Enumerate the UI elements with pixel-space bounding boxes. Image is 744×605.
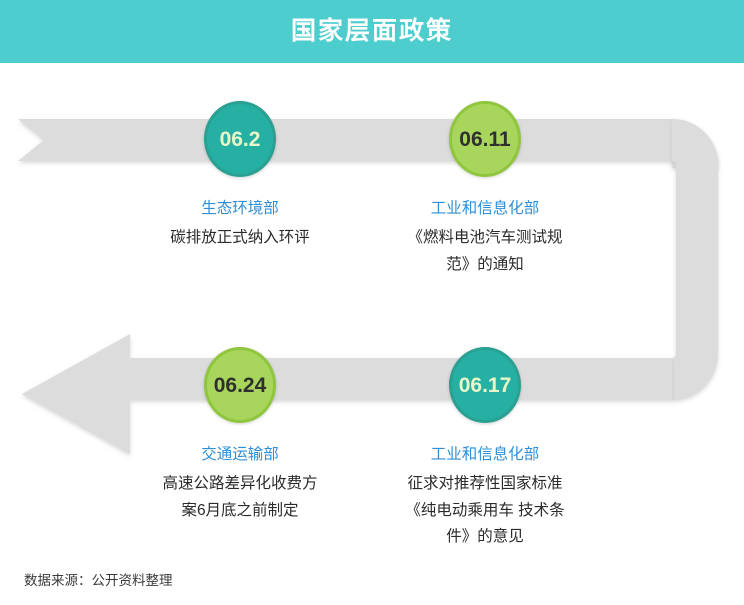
node-description-4: 征求对推荐性国家标准《纯电动乘用车 技术条件》的意见 xyxy=(405,475,565,546)
node-organization-3: 交通运输部 xyxy=(201,446,279,463)
date-badge-4[interactable]: 06.17 xyxy=(449,347,521,423)
node-organization-4: 工业和信息化部 xyxy=(430,446,540,463)
date-badge-3[interactable]: 06.24 xyxy=(204,347,276,423)
source-note: 数据来源：公开资料整理 xyxy=(24,573,173,588)
node-description-1: 碳排放正式纳入环评 xyxy=(170,229,310,247)
date-badge-label: 06.11 xyxy=(459,127,511,151)
date-badge-label: 06.17 xyxy=(458,373,512,397)
node-description-2: 《燃料电池汽车测试规范》的通知 xyxy=(407,229,563,273)
timeline-node-3[interactable]: 06.24 交通运输部 高速公路差异化收费方案6月底之前制定 xyxy=(147,347,333,524)
page-title: 国家层面政策 xyxy=(290,17,453,45)
timeline-node-2[interactable]: 06.11 工业和信息化部 《燃料电池汽车测试规范》的通知 xyxy=(392,101,578,278)
date-badge-1[interactable]: 06.2 xyxy=(204,101,276,177)
ribbon-right-uturn xyxy=(672,119,718,400)
date-badge-label: 06.2 xyxy=(219,127,261,151)
date-badge-label: 06.24 xyxy=(213,373,267,397)
header-bar: 国家层面政策 xyxy=(0,0,744,63)
timeline-node-1[interactable]: 06.2 生态环境部 碳排放正式纳入环评 xyxy=(147,101,333,252)
date-badge-2[interactable]: 06.11 xyxy=(449,101,521,177)
node-organization-2: 工业和信息化部 xyxy=(430,200,540,217)
ribbon-top-band xyxy=(18,119,718,168)
node-organization-1: 生态环境部 xyxy=(201,200,279,217)
node-description-3: 高速公路差异化收费方案6月底之前制定 xyxy=(162,475,318,519)
timeline-node-4[interactable]: 06.17 工业和信息化部 征求对推荐性国家标准《纯电动乘用车 技术条件》的意见 xyxy=(392,347,578,551)
